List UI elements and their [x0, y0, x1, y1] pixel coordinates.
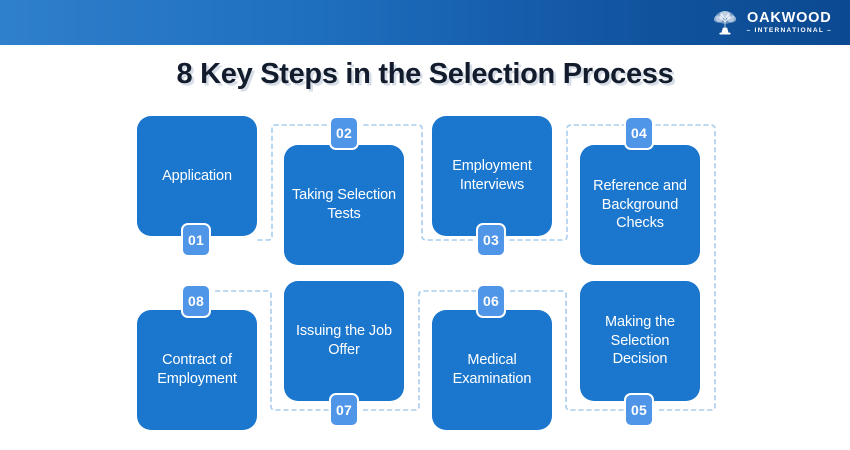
step-badge-07[interactable]: 07	[329, 393, 359, 427]
step-badge-08[interactable]: 08	[181, 284, 211, 318]
step-badge-04[interactable]: 04	[624, 116, 654, 150]
step-label-06: Medical Examination	[452, 352, 532, 387]
step-badge-03[interactable]: 03	[476, 223, 506, 257]
step-badge-02[interactable]: 02	[329, 116, 359, 150]
page-title: 8 Key Steps in the Selection Process	[176, 58, 674, 90]
step-card-07[interactable]: Issuing the Job Offer	[284, 281, 404, 401]
step-badge-06[interactable]: 06	[476, 284, 506, 318]
brand-name: OAKWOOD	[746, 9, 832, 26]
step-card-01[interactable]: Application	[137, 116, 257, 236]
step-label-01: Application	[162, 167, 232, 184]
step-label-07: Issuing the Job Offer	[295, 323, 393, 358]
tree-icon	[713, 11, 736, 35]
step-card-03[interactable]: Employment Interviews	[432, 116, 552, 236]
step-label-04: Reference and Background Checks	[593, 178, 687, 232]
brand-subtitle: – INTERNATIONAL –	[746, 27, 832, 35]
step-card-08[interactable]: Contract of Employment	[137, 310, 257, 430]
step-card-04[interactable]: Reference and Background Checks	[580, 145, 700, 265]
step-badge-01[interactable]: 01	[181, 223, 211, 257]
step-card-05[interactable]: Making the Selection Decision	[580, 281, 700, 401]
step-label-08: Contract of Employment	[157, 352, 237, 387]
step-card-06[interactable]: Medical Examination	[432, 310, 552, 430]
brand-text: OAKWOOD – INTERNATIONAL –	[747, 11, 832, 35]
brand-logo: OAKWOOD – INTERNATIONAL –	[710, 6, 832, 40]
step-label-03: Employment Interviews	[452, 158, 532, 193]
step-badge-05[interactable]: 05	[624, 393, 654, 427]
step-label-02: Taking Selection Tests	[292, 187, 396, 222]
step-label-05: Making the Selection Decision	[605, 314, 675, 368]
step-card-02[interactable]: Taking Selection Tests	[284, 145, 404, 265]
header-bar: OAKWOOD – INTERNATIONAL –	[0, 0, 850, 45]
